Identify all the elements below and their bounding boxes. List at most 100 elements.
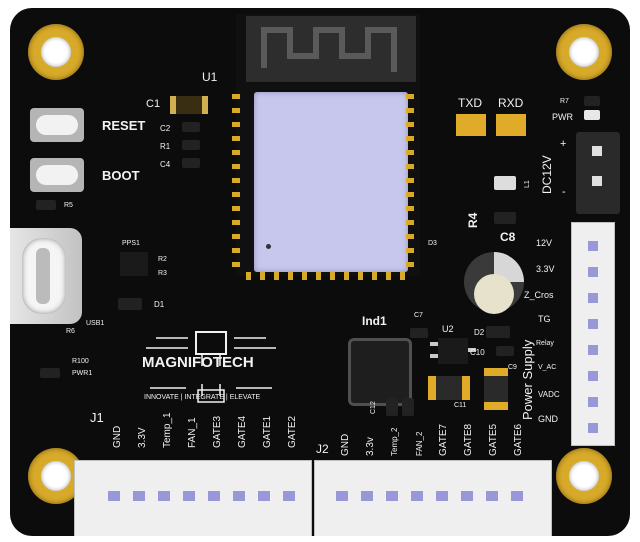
c8-label: C8 (500, 230, 516, 244)
boot-label: BOOT (102, 168, 140, 183)
j1-pin-label-4: GATE3 (212, 415, 223, 448)
c7-label: C7 (414, 312, 423, 319)
mounting-hole-top-right (556, 24, 612, 80)
module-ref-label: U1 (202, 70, 218, 84)
r6-label: R6 (66, 328, 75, 335)
chip-logo-icon (146, 331, 276, 403)
dc-plus-label: + (560, 138, 567, 150)
j2-label: J2 (316, 442, 329, 456)
side-pin-label-0: 12V (536, 238, 553, 248)
r4-label: R4 (466, 212, 480, 228)
r2-label: R2 (158, 256, 167, 263)
c4-label: C4 (160, 160, 171, 169)
usb-label: USB1 (86, 320, 105, 327)
c8-electrolytic-capacitor (464, 252, 524, 314)
logo-name: MAGNIFOTECH (142, 354, 254, 371)
j2-pin-label-6: GATE5 (488, 423, 499, 456)
j2-pin-label-7: GATE6 (513, 423, 524, 456)
l1-label: L1 (524, 180, 531, 188)
ind1-inductor (348, 338, 412, 406)
c4-component (182, 158, 200, 168)
usb-c-connector[interactable] (10, 228, 82, 324)
module-shield (254, 92, 408, 272)
reset-button[interactable] (30, 108, 84, 142)
dc-input-label: DC12V (540, 155, 554, 194)
j1-pin-label-1: 3.3V (137, 427, 148, 448)
boot-button[interactable] (30, 158, 84, 192)
txd-led-pad (456, 114, 486, 136)
c2-component (182, 122, 200, 132)
c1-capacitor (170, 96, 208, 114)
c1-label: C1 (146, 98, 161, 110)
c9-label: C9 (508, 364, 517, 371)
c12b-component (402, 398, 414, 416)
pwr1-label: PWR1 (72, 370, 93, 377)
r1-component (182, 140, 200, 150)
c11-label: C11 (454, 402, 467, 409)
pwr-label: PWR (552, 112, 573, 122)
j1-pin-label-5: GATE4 (237, 415, 248, 448)
c10-component (496, 346, 514, 356)
logo (126, 326, 296, 408)
j1-pin-label-3: FAN_1 (187, 417, 198, 448)
c12-component (386, 398, 398, 416)
j1-pin-label-0: GND (112, 425, 123, 448)
j1-pin-label-6: GATE1 (262, 415, 273, 448)
pcb-board: U1 RESET BOOT C1 C2 R1 C4 R5 PPS1 R2 R3 … (10, 8, 630, 536)
u2-ic (438, 338, 468, 364)
antenna-trace-icon (261, 27, 397, 72)
j1-pin-label-2: Temp_1 (162, 412, 173, 448)
side-pin-label-7: GND (538, 414, 558, 424)
j2-pin-label-4: GATE7 (438, 423, 449, 456)
d1-label: D1 (154, 300, 165, 309)
j2-pin-label-5: GATE8 (463, 423, 474, 456)
pwr1-led (40, 368, 60, 378)
txd-label: TXD (458, 96, 482, 110)
d2-component (486, 326, 510, 338)
r5-label: R5 (64, 202, 73, 209)
r7-label: R7 (560, 98, 569, 105)
ind1-label: Ind1 (362, 314, 387, 328)
j2-pin-label-0: GND (340, 433, 351, 456)
side-pin-label-4: Relay (536, 340, 554, 347)
antenna-area (246, 16, 416, 82)
d3-label: D3 (428, 240, 437, 247)
power-supply-connector[interactable] (571, 222, 615, 446)
mounting-hole-top-left (28, 24, 84, 80)
rxd-led-pad (496, 114, 526, 136)
reset-label: RESET (102, 118, 146, 133)
c2-label: C2 (160, 124, 171, 133)
power-supply-title: Power Supply (520, 339, 535, 420)
j1-label: J1 (90, 410, 104, 425)
c7-component (410, 328, 428, 338)
pps-ic (120, 252, 148, 276)
j2-pin-label-1: 3.3v (365, 437, 376, 456)
r5-component (36, 200, 56, 210)
side-pin-label-1: 3.3V (536, 264, 555, 274)
logo-tagline: INNOVATE | INTEGRATE | ELEVATE (144, 394, 261, 401)
j2-pin-label-2: Temp_2 (390, 427, 399, 456)
c12-label: C12 (370, 401, 377, 414)
r1-label: R1 (160, 142, 171, 151)
pps-label: PPS1 (122, 240, 140, 247)
d1-component (118, 298, 142, 310)
r3-label: R3 (158, 270, 167, 277)
j2-pin-label-3: FAN_2 (415, 431, 424, 456)
r4-component (494, 212, 516, 224)
c10-label: C10 (470, 348, 485, 357)
mounting-hole-bottom-right (556, 448, 612, 504)
r7-component (584, 96, 600, 106)
side-pin-label-3: TG (538, 314, 551, 324)
j1-connector[interactable] (74, 460, 312, 536)
u2-label: U2 (442, 324, 454, 334)
side-pin-label-2: Z_Cros (524, 290, 554, 300)
r100-label: R100 (72, 358, 89, 365)
side-pin-label-5: V_AC (538, 364, 557, 371)
dc-minus-label: - (562, 186, 566, 198)
dc-jst-connector[interactable] (576, 132, 620, 214)
rxd-label: RXD (498, 96, 524, 110)
d2-label: D2 (474, 328, 485, 337)
j2-connector[interactable] (314, 460, 552, 536)
j1-pin-label-7: GATE2 (287, 415, 298, 448)
pwr-led (584, 110, 600, 120)
